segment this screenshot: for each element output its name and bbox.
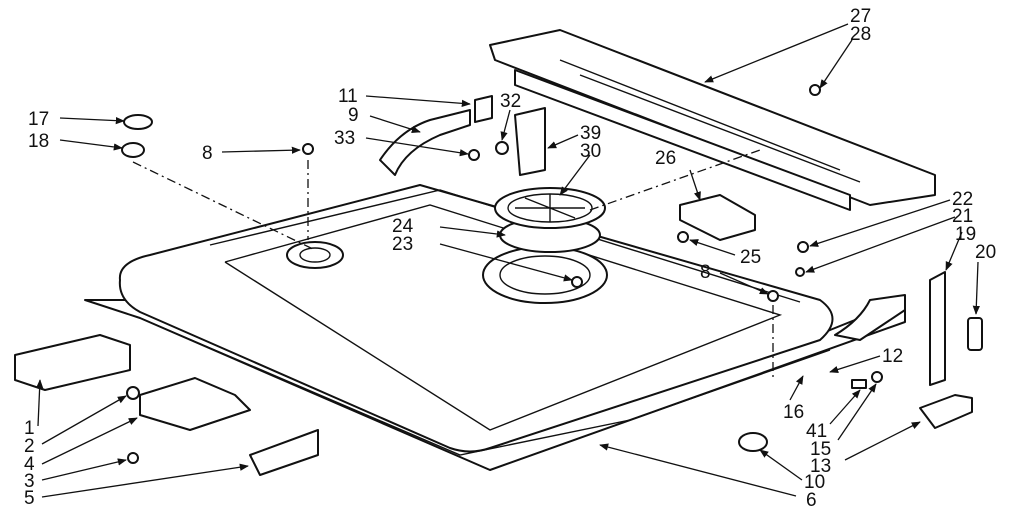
callout-13: 13 — [810, 456, 831, 477]
callout-32: 32 — [500, 91, 521, 112]
callout-24: 24 — [392, 216, 414, 237]
callout-12: 12 — [882, 346, 903, 367]
callout-21: 21 — [952, 206, 973, 227]
callout-10: 10 — [804, 472, 825, 493]
callout-2: 2 — [24, 436, 35, 457]
screw-8-right — [767, 290, 779, 302]
callout-1: 1 — [24, 418, 35, 439]
callout-3: 3 — [24, 471, 35, 492]
hinge-bracket-19 — [929, 271, 946, 386]
drain-opening — [286, 241, 344, 269]
panel-5 — [249, 429, 319, 476]
callout-22: 22 — [952, 189, 973, 210]
callout-26: 26 — [655, 148, 676, 169]
clip-22 — [797, 241, 809, 253]
callout-16: 16 — [783, 402, 804, 423]
valve-mount-4 — [139, 377, 251, 431]
screw-25 — [677, 231, 689, 243]
clip-41 — [851, 379, 867, 389]
callout-8: 8 — [202, 143, 213, 164]
screw-3 — [127, 452, 139, 464]
callout-25: 25 — [740, 247, 761, 268]
bracket-39 — [514, 107, 546, 176]
screw-23 — [571, 276, 583, 288]
right-side-arm — [834, 294, 906, 341]
callout-9: 9 — [348, 105, 359, 126]
callout-19: 19 — [955, 224, 976, 245]
callout-33: 33 — [334, 128, 355, 149]
screw-8-left — [302, 143, 314, 155]
hinge-13 — [919, 394, 973, 429]
bracket-11 — [474, 95, 493, 123]
plug-10 — [738, 432, 768, 452]
screw-21 — [795, 267, 805, 277]
callout-8b: 8 — [700, 262, 711, 283]
grommet-18 — [121, 142, 145, 158]
washer-32 — [495, 141, 509, 155]
spring-20 — [967, 317, 983, 351]
callout-6: 6 — [806, 490, 817, 511]
pin-15 — [871, 371, 883, 383]
spray-arm-assembly — [494, 187, 606, 253]
callout-18: 18 — [28, 131, 49, 152]
callout-20: 20 — [975, 242, 996, 263]
side-bracket-left — [379, 109, 471, 176]
screw-28 — [809, 84, 821, 96]
callout-39: 39 — [580, 123, 601, 144]
callout-15: 15 — [810, 439, 831, 460]
callout-5: 5 — [24, 488, 35, 509]
callout-27: 27 — [850, 6, 871, 27]
callout-11: 11 — [338, 86, 358, 107]
callout-28: 28 — [850, 24, 871, 45]
heater-bracket-26 — [679, 194, 756, 241]
callout-30: 30 — [580, 141, 601, 162]
callout-23: 23 — [392, 234, 413, 255]
bracket-1 — [14, 334, 131, 391]
callout-41: 41 — [806, 421, 827, 442]
tub-base-frame — [84, 184, 906, 471]
callout-4: 4 — [24, 454, 35, 475]
callout-17: 17 — [28, 109, 49, 130]
rear-panel — [489, 29, 936, 211]
cap-17 — [123, 114, 153, 130]
screw-33 — [468, 149, 480, 161]
leader-lines — [36, 23, 980, 498]
washer-2 — [126, 386, 140, 400]
